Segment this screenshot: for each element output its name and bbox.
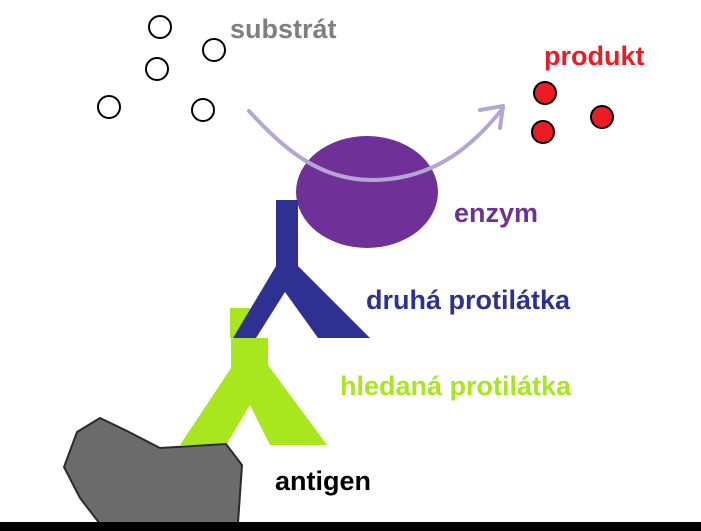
product-molecule	[533, 81, 557, 105]
ground-line	[0, 522, 701, 531]
secondary-antibody-shape	[233, 200, 370, 338]
substrate-molecule	[191, 98, 215, 122]
enzyme-shape	[296, 136, 438, 248]
target-antibody-label: hledaná protilátka	[340, 371, 572, 401]
product-label: produkt	[544, 41, 645, 71]
secondary-antibody-label: druhá protilátka	[366, 285, 571, 315]
substrate-molecule	[148, 15, 172, 39]
substrate-molecule	[145, 57, 169, 81]
antigen-label: antigen	[275, 466, 371, 496]
antigen-shape	[62, 416, 244, 526]
substrate-molecule	[202, 38, 226, 62]
product-molecule	[531, 120, 555, 144]
product-molecules	[531, 81, 614, 144]
substrate-label: substrát	[230, 14, 337, 44]
conversion-arrow	[247, 104, 505, 182]
product-molecule	[590, 105, 614, 129]
substrate-molecules	[97, 15, 226, 122]
substrate-molecule	[97, 95, 121, 119]
target-antibody-shape	[180, 308, 327, 445]
enzyme-label: enzym	[454, 198, 538, 228]
